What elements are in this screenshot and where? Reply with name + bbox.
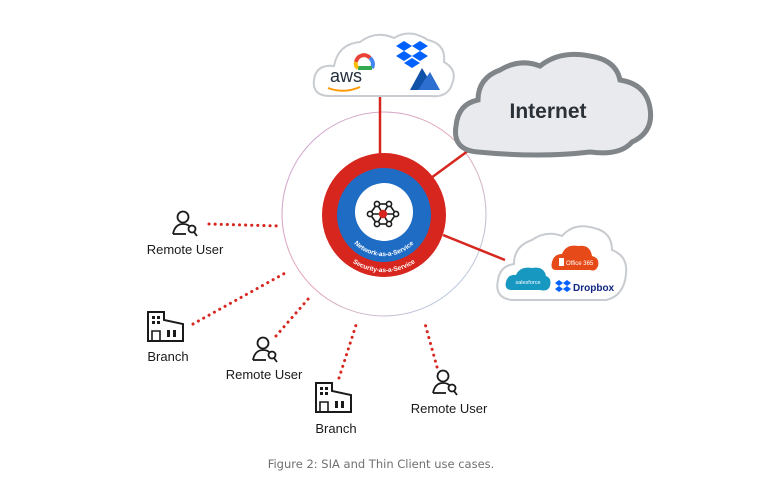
salesforce-icon: salesforce bbox=[505, 267, 551, 291]
google-cloud-icon bbox=[353, 53, 375, 70]
figure-caption: Figure 2: SIA and Thin Client use cases. bbox=[267, 457, 495, 471]
remote-user-node-3[interactable]: Remote User bbox=[411, 369, 488, 417]
link-remote-user-3 bbox=[422, 318, 439, 369]
remote-user-node-1[interactable]: Remote User bbox=[147, 210, 224, 258]
branch-building-icon bbox=[147, 311, 184, 342]
hub: Network-as-a-Service Security-as-a-Servi… bbox=[322, 153, 446, 277]
network-mesh-icon bbox=[366, 200, 400, 228]
branch-node-2[interactable]: Branch bbox=[315, 382, 357, 436]
iaas-cloud: aws bbox=[312, 32, 455, 98]
link-branch-2 bbox=[337, 320, 359, 380]
link-remote-user-2 bbox=[274, 296, 311, 338]
node-label: Branch bbox=[147, 349, 188, 364]
office365-icon: Office 365 bbox=[551, 245, 599, 271]
salesforce-label: salesforce bbox=[515, 280, 540, 286]
remote-user-node-2[interactable]: Remote User bbox=[226, 336, 303, 383]
branch-node-1[interactable]: Branch bbox=[147, 311, 189, 364]
aws-smile-icon bbox=[327, 86, 361, 92]
dropbox-label: Dropbox bbox=[573, 283, 615, 294]
node-label: Remote User bbox=[411, 401, 488, 416]
aws-logo: aws bbox=[330, 66, 362, 86]
link-to-saas-cloud bbox=[442, 233, 506, 262]
remote-user-icon bbox=[172, 210, 198, 237]
link-remote-user-1 bbox=[207, 222, 282, 228]
internet-label: Internet bbox=[509, 100, 586, 123]
node-label: Branch bbox=[315, 421, 356, 436]
office365-label: Office 365 bbox=[566, 261, 594, 267]
dropbox-icon bbox=[396, 41, 428, 68]
link-branch-1 bbox=[191, 270, 289, 326]
remote-user-icon bbox=[252, 336, 278, 363]
internet-cloud: Internet bbox=[452, 51, 654, 158]
azure-icon bbox=[410, 68, 440, 90]
branch-building-icon bbox=[315, 382, 352, 413]
perimeter-circle bbox=[281, 111, 487, 317]
node-label: Remote User bbox=[147, 242, 224, 257]
saas-cloud: Office 365 salesforce Dropbox bbox=[496, 225, 628, 301]
node-label: Remote User bbox=[226, 367, 303, 382]
remote-user-icon bbox=[432, 369, 458, 396]
dropbox-saas-icon bbox=[555, 280, 571, 292]
